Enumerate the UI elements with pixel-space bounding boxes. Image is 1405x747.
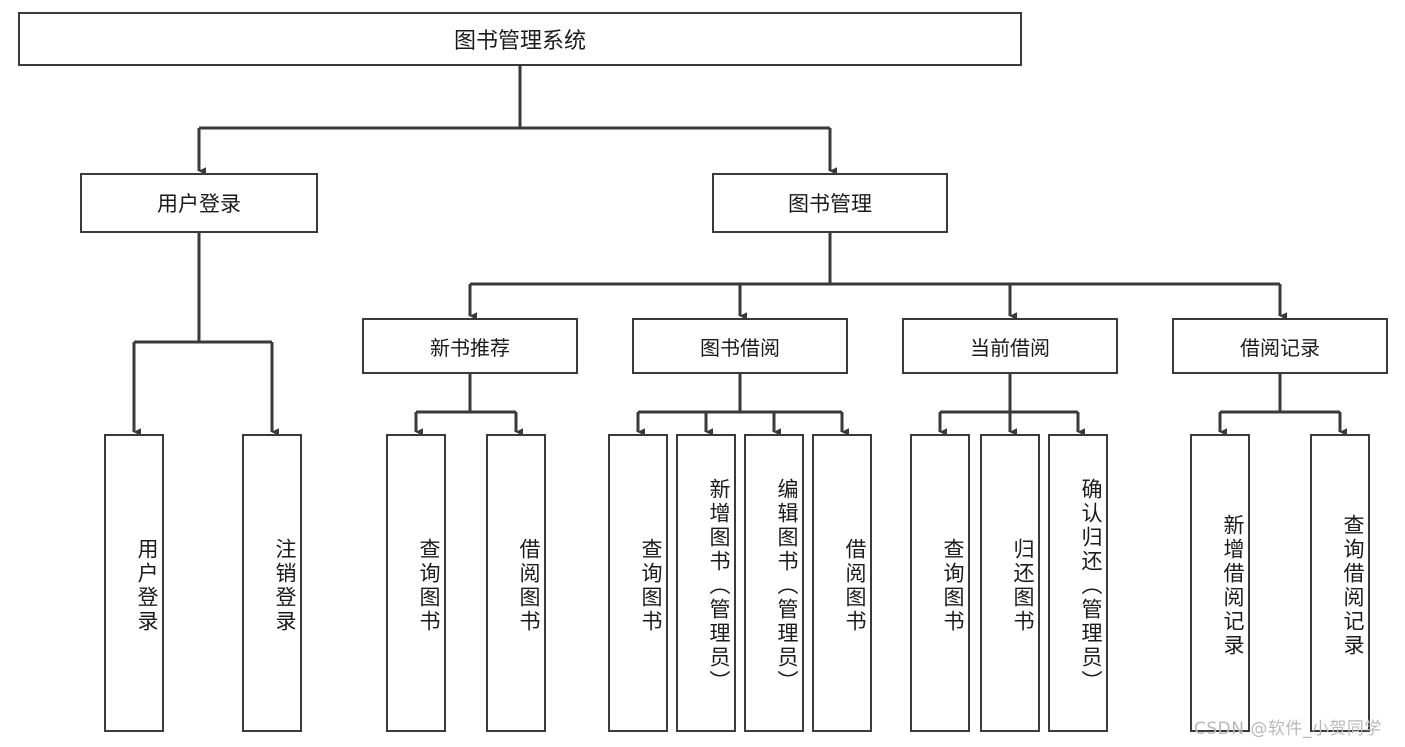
node-root[interactable]: 图书管理系统 bbox=[18, 12, 1022, 66]
node-leaf_9[interactable]: 归还图书 bbox=[980, 434, 1040, 732]
node-leaf_3[interactable]: 借阅图书 bbox=[486, 434, 546, 732]
node-leaf_0[interactable]: 用户登录 bbox=[104, 434, 164, 732]
node-l2_1[interactable]: 图书管理 bbox=[712, 173, 948, 233]
node-l3_1[interactable]: 图书借阅 bbox=[632, 318, 848, 374]
node-l3_3[interactable]: 借阅记录 bbox=[1172, 318, 1388, 374]
edges bbox=[132, 66, 1347, 436]
node-leaf_4[interactable]: 查询图书 bbox=[608, 434, 668, 732]
node-leaf_8[interactable]: 查询图书 bbox=[910, 434, 970, 732]
node-leaf_10[interactable]: 确认归还（管理员） bbox=[1048, 434, 1108, 732]
node-leaf_12[interactable]: 查询借阅记录 bbox=[1310, 434, 1370, 732]
node-l3_0[interactable]: 新书推荐 bbox=[362, 318, 578, 374]
node-leaf_6[interactable]: 编辑图书（管理员） bbox=[744, 434, 804, 732]
node-leaf_2[interactable]: 查询图书 bbox=[386, 434, 446, 732]
node-leaf_11[interactable]: 新增借阅记录 bbox=[1190, 434, 1250, 732]
node-leaf_1[interactable]: 注销登录 bbox=[242, 434, 302, 732]
node-l2_0[interactable]: 用户登录 bbox=[80, 173, 318, 233]
node-leaf_5[interactable]: 新增图书（管理员） bbox=[676, 434, 736, 732]
node-l3_2[interactable]: 当前借阅 bbox=[902, 318, 1118, 374]
csdn-watermark: CSDN @软件_小贺同学 bbox=[1194, 719, 1382, 739]
node-leaf_7[interactable]: 借阅图书 bbox=[812, 434, 872, 732]
